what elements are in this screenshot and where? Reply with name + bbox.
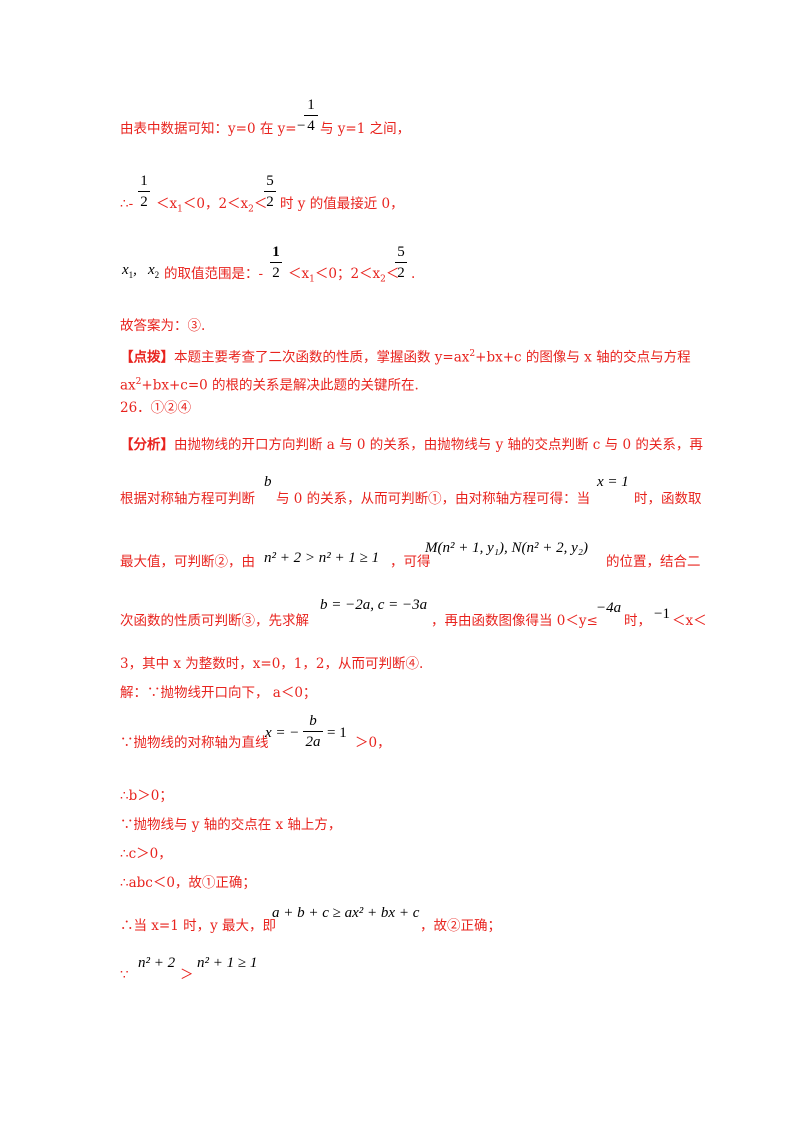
math-x2: x2 [148,262,160,280]
line-2-tail: 时 y 的值最接近 0， [280,196,404,212]
solution-line-2: ∵抛物线的对称轴为直线 [120,735,269,751]
analysis-line-4-tail: 时， [624,613,651,629]
line-1-tail: 与 y=1 之间， [320,121,411,137]
math-x1: x1, [122,262,137,280]
question-number: 26．①②④ [120,400,192,416]
line-3-mid: ＜x1＜0；2＜x2＜ [288,266,400,285]
solution-line-3: ∴b＞0； [120,788,173,804]
math-points-mn: M(n² + 1, y₁), N(n² + 2, y₂) [425,540,588,556]
math-b: b [264,474,272,490]
analysis-line-1: 【分析】由抛物线的开口方向判断 a 与 0 的关系，由抛物线与 y 轴的交点判断… [120,437,703,453]
solution-line-6: ∴abc＜0，故①正确； [120,875,256,891]
analysis-line-3-tail: 的位置，结合二 [606,554,701,570]
hint-line-2: ax2+bx+c=0 的根的关系是解决此题的关键所在. [120,377,419,394]
analysis-line-5: 3，其中 x 为整数时，x=0，1，2，从而可判断④. [120,656,424,672]
analysis-line-3: 最大值，可判断②，由 [120,554,255,570]
math-inequality-n: n² + 2 > n² + 1 ≥ 1 [264,550,380,566]
solution-line-5: ∴c＞0， [120,846,172,862]
analysis-line-2-mid: 与 0 的关系，从而可判断①，由对称轴方程可得：当 [276,491,591,507]
analysis-line-4-mid: ，再由函数图像得当 0＜y≤ [431,613,598,629]
solution-line-1: 解：∵抛物线开口向下， a＜0； [120,685,317,701]
answer-line: 故答案为：③. [120,318,206,334]
line-3-tail: . [411,266,416,282]
math-n2-plus-1: n² + 1 ≥ 1 [197,955,258,971]
fraction-five-half: 5 2 [264,172,276,211]
math-neg-1: −1 [654,606,670,622]
hint-line-1: 【点拨】本题主要考查了二次函数的性质，掌握函数 y=ax2+bx+c 的图像与 … [120,349,691,366]
fraction-five-half-2: 5 2 [395,243,407,282]
analysis-line-2-tail: 时，函数取 [634,491,702,507]
fraction-one-half-2: 1 2 [270,243,282,282]
line-2-mid: ＜x1＜0，2＜x2＜ [156,196,268,215]
solution-line-8: ∵ [120,967,129,983]
math-b-c: b = −2a, c = −3a [320,597,428,613]
line-2: ∴- [120,196,134,212]
solution-line-4: ∵抛物线与 y 轴的交点在 x 轴上方， [120,817,342,833]
analysis-line-3-mid: ，可得 [390,554,431,570]
math-x-eq: x = − [265,725,300,741]
math-eq-1: = 1 [327,725,347,741]
math-x-eq-1: x = 1 [597,474,629,490]
math-abc-ineq: a + b + c ≥ ax² + bx + c [272,905,420,921]
line-1: 由表中数据可知：y=0 在 y= [120,120,297,138]
text: 由表中数据可知：y=0 在 y= [120,121,297,137]
solution-line-7-tail: ，故②正确； [420,918,501,934]
fraction-one-quarter: 1 4 [304,96,318,135]
minus-sign: − [297,118,306,134]
fraction-one-half: 1 2 [138,172,150,211]
fraction-b-over-2a: b 2a [303,712,323,751]
math-neg-4a: −4a [596,600,622,616]
analysis-line-4-end: ＜x＜ [672,613,707,629]
line-3: 的取值范围是：- [164,266,264,282]
math-n2-plus-2: n² + 2 [138,955,176,971]
solution-line-2-tail: ＞0， [355,735,391,751]
analysis-line-4: 次函数的性质可判断③，先求解 [120,613,309,629]
solution-line-7: ∴当 x=1 时，y 最大，即 [120,918,277,934]
analysis-line-2: 根据对称轴方程可判断 [120,491,255,507]
solution-line-8-gt: ＞ [180,967,194,983]
